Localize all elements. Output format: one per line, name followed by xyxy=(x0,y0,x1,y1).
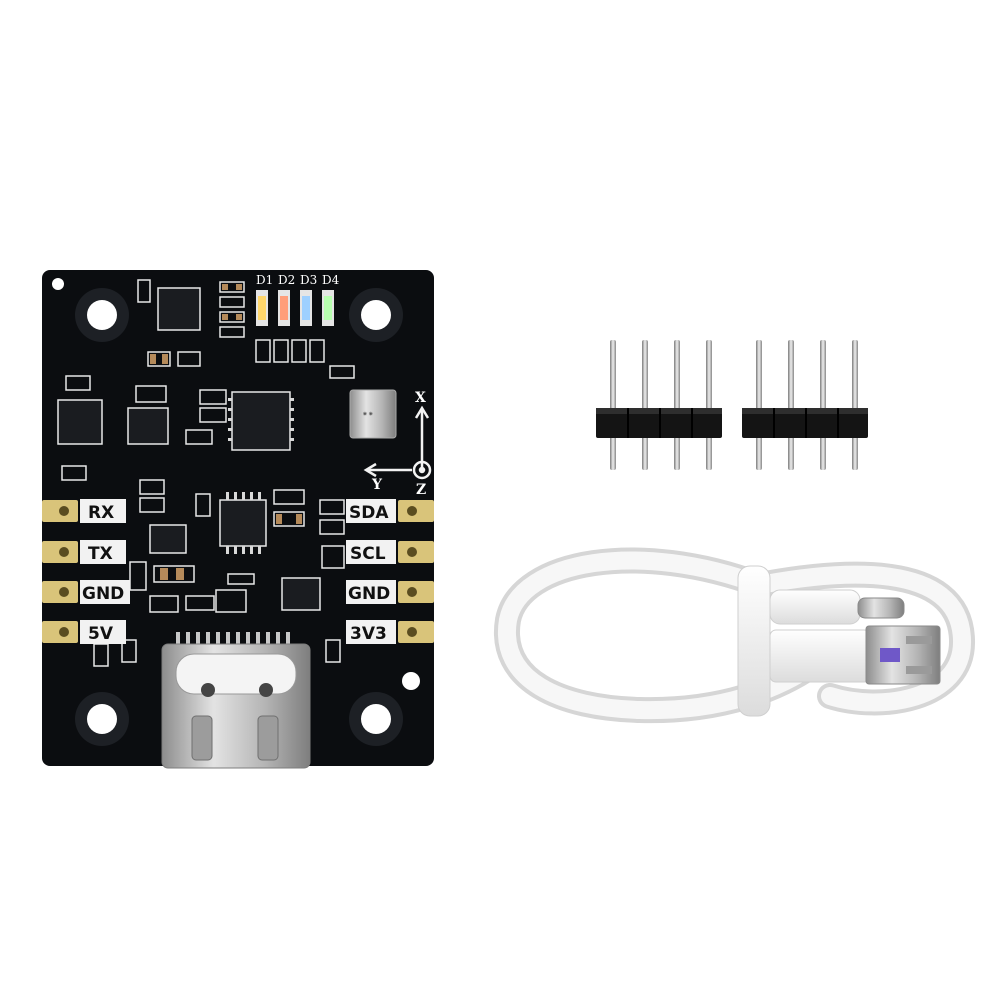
pin-label-5v: 5V xyxy=(88,624,114,644)
pin-label-3v3: 3V3 xyxy=(350,624,387,644)
axis-indicator xyxy=(363,405,432,480)
pin-label-gnd-right: GND xyxy=(348,584,390,604)
led-label: D1 xyxy=(256,273,273,287)
passive-components xyxy=(61,279,355,667)
pin-label-gnd-left: GND xyxy=(82,584,124,604)
svg-text:⁕⁕: ⁕⁕ xyxy=(362,410,374,418)
axis-x-label: X xyxy=(415,390,426,406)
led-label: D2 xyxy=(278,273,295,287)
pin-label-rx: RX xyxy=(88,503,114,523)
status-leds: D1 D2 D3 D4 xyxy=(256,273,340,326)
axis-z-label: Z xyxy=(416,482,426,498)
pin-label-sda: SDA xyxy=(349,503,389,523)
mounting-holes xyxy=(52,278,420,746)
led-label: D3 xyxy=(300,273,317,287)
ic-chips xyxy=(57,287,321,611)
pcb-module: D1 D2 D3 D4 ⁕⁕ X Y Z xyxy=(42,270,434,769)
pin-label-tx: TX xyxy=(88,544,113,564)
usb-c-connector xyxy=(161,632,311,769)
sensor-can: ⁕⁕ xyxy=(349,389,397,439)
led-label: D4 xyxy=(322,273,340,287)
pin-header-left xyxy=(596,340,722,470)
usb-c-cable xyxy=(493,547,975,724)
pin-header-right xyxy=(742,340,868,470)
axis-y-label: Y xyxy=(371,477,383,493)
pin-label-scl: SCL xyxy=(350,544,386,564)
